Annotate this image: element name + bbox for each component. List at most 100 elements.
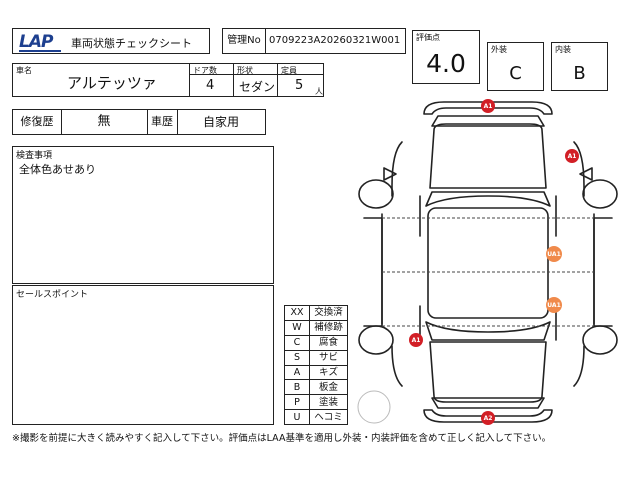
legend-code: P	[284, 394, 310, 411]
exterior-grade-box: 外装 C	[487, 42, 544, 91]
front-grille-outline	[431, 115, 545, 127]
divider	[189, 74, 323, 75]
svg-text:UA1: UA1	[547, 251, 561, 258]
logo-underline	[19, 50, 61, 52]
svg-text:A1: A1	[412, 337, 421, 344]
right-rear-wheel	[582, 325, 618, 355]
marker-left-front-door: UA1	[546, 246, 562, 262]
doors-label: ドア数	[193, 66, 217, 75]
left-mirror	[383, 167, 397, 181]
car-name: アルテッツァ	[67, 74, 157, 92]
score-label: 評価点	[416, 33, 440, 42]
capacity-value: 5	[295, 78, 304, 93]
marker-left-rear-door: UA1	[546, 297, 562, 313]
legend-meaning: 塗装	[309, 394, 348, 411]
inspection-notes-box: 検査事項 全体色あせあり	[12, 146, 274, 284]
trunk-outline	[429, 341, 547, 403]
management-number-value: 0709223A20260321W001	[269, 35, 401, 46]
marker-front-bumper: A1	[481, 99, 495, 113]
company-logo: LAP	[19, 32, 53, 52]
sheet-title: 車両状態チェックシート	[71, 37, 192, 50]
history-table: 修復歴 無 車歴 自家用	[12, 109, 266, 135]
score-value: 4.0	[426, 49, 466, 78]
legend-meaning: 補修跡	[309, 319, 348, 336]
rear-pillar-lines	[419, 305, 557, 341]
capacity-label: 定員	[281, 66, 297, 75]
legend-code: A	[284, 364, 310, 381]
svg-text:A1: A1	[484, 103, 493, 110]
legend-meaning: 板金	[309, 379, 348, 396]
legend-meaning: 交換済	[309, 305, 348, 321]
interior-label: 内装	[555, 45, 571, 54]
right-rear-quarter	[573, 345, 585, 387]
legend-code: W	[284, 319, 310, 336]
left-rear-wheel	[358, 325, 394, 355]
management-number-label: 管理No	[223, 29, 266, 53]
marker-right-front-fender: A1	[565, 149, 579, 163]
left-rear-quarter	[391, 345, 403, 387]
legend-meaning: 腐食	[309, 334, 348, 351]
right-side-panel	[593, 217, 613, 327]
legend-code: U	[284, 409, 310, 425]
stamp-circle	[357, 390, 391, 424]
car-history-value: 自家用	[202, 115, 239, 129]
car-name-label: 車名	[16, 66, 32, 75]
right-front-fender	[573, 141, 585, 197]
left-side-panel	[363, 217, 383, 327]
score-box: 評価点 4.0	[412, 30, 480, 84]
exterior-grade: C	[509, 63, 522, 84]
vehicle-diagram: A1 A1 UA1 UA1 A1 A2	[358, 99, 618, 425]
rear-trim-outline	[431, 397, 545, 409]
footer-note: ※撮影を前提に大きく読みやすく記入して下さい。評価点はLAA基準を適用し外装・内…	[12, 433, 552, 444]
divider	[233, 64, 234, 96]
right-mirror	[579, 167, 593, 181]
car-history-label: 車歴	[147, 110, 178, 134]
svg-text:A2: A2	[484, 415, 493, 422]
hood-outline	[429, 123, 547, 189]
capacity-unit: 人	[315, 87, 323, 96]
interior-grade-box: 内装 B	[551, 42, 608, 91]
inspection-label: 検査事項	[16, 151, 53, 161]
divider	[189, 64, 190, 96]
exterior-label: 外装	[491, 45, 507, 54]
repair-history-value: 無	[61, 110, 148, 134]
svg-text:A1: A1	[568, 153, 577, 160]
sales-point-label: セールスポイント	[16, 290, 89, 300]
legend-code: C	[284, 334, 310, 351]
body-shape-value: セダン	[239, 80, 276, 94]
rear-bumper-outline	[423, 409, 553, 423]
doors-value: 4	[206, 78, 215, 93]
right-front-wheel	[582, 179, 618, 209]
sales-point-box: セールスポイント	[12, 285, 274, 425]
windshield-outline	[425, 191, 551, 207]
front-bumper-outline	[423, 101, 553, 115]
marker-rear-bumper: A2	[481, 411, 495, 425]
interior-grade: B	[573, 63, 586, 84]
rear-window-outline	[425, 321, 551, 341]
legend-meaning: サビ	[309, 349, 348, 366]
legend-meaning: キズ	[309, 364, 348, 381]
repair-history-label: 修復歴	[13, 110, 62, 134]
legend-meaning: ヘコミ	[309, 409, 348, 425]
marker-right-rear-quarter: A1	[409, 333, 423, 347]
inspection-text: 全体色あせあり	[19, 163, 96, 176]
roof-outline	[427, 207, 549, 319]
management-number-box: 管理No 0709223A20260321W001	[222, 28, 406, 54]
legend-code: S	[284, 349, 310, 366]
vehicle-info-table: 車名 アルテッツァ ドア数 4 形状 セダン 定員 5 人	[12, 63, 324, 97]
pillar-lines	[419, 195, 557, 237]
legend-code: XX	[284, 305, 310, 321]
legend-code: B	[284, 379, 310, 396]
left-front-fender	[391, 141, 403, 197]
left-front-wheel	[358, 179, 394, 209]
body-shape-label: 形状	[237, 66, 253, 75]
sheet-title-box: LAP 車両状態チェックシート	[12, 28, 210, 54]
